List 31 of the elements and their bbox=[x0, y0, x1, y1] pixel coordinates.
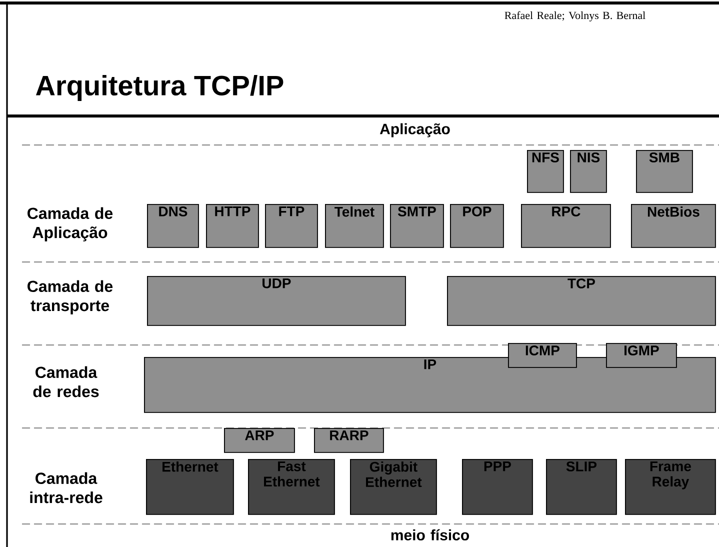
protocol-box: PPP bbox=[462, 459, 533, 515]
protocol-box: DNS bbox=[147, 204, 199, 248]
protocol-box: UDP bbox=[147, 276, 406, 326]
protocol-box: Frame Relay bbox=[625, 459, 716, 515]
protocol-box: POP bbox=[450, 204, 504, 248]
layer-label: Camada de Aplicação bbox=[28, 207, 113, 242]
layer-label: Camada intra-rede bbox=[30, 472, 102, 504]
protocol-box: IGMP bbox=[606, 343, 677, 368]
section-heading: meio físico bbox=[391, 529, 469, 540]
protocol-box: NetBios bbox=[631, 204, 716, 248]
layer-label: Camada de redes bbox=[33, 366, 99, 398]
protocol-box: NIS bbox=[570, 150, 607, 193]
protocol-box: Telnet bbox=[325, 204, 384, 248]
protocol-box: ARP bbox=[224, 428, 295, 453]
protocol-box: NFS bbox=[527, 150, 564, 193]
protocol-box: FTP bbox=[265, 204, 318, 248]
protocol-box: SMTP bbox=[390, 204, 444, 248]
slide-title: Arquitetura TCP/IP bbox=[36, 74, 284, 102]
protocol-box: ICMP bbox=[508, 343, 577, 368]
protocol-box: Gigabit Ethernet bbox=[350, 459, 437, 515]
protocol-box: SLIP bbox=[546, 459, 617, 515]
protocol-box: TCP bbox=[447, 276, 716, 326]
protocol-box: RPC bbox=[521, 204, 611, 248]
protocol-box: Ethernet bbox=[146, 459, 234, 515]
section-heading: Aplicação bbox=[380, 123, 450, 138]
layer-label: Camada de transporte bbox=[28, 280, 113, 314]
author-name: Rafael Reale; Volnys B. Bernal bbox=[504, 11, 646, 22]
protocol-box: RARP bbox=[314, 428, 384, 453]
protocol-box: HTTP bbox=[206, 204, 259, 248]
protocol-box: SMB bbox=[636, 150, 693, 193]
protocol-box: Fast Ethernet bbox=[248, 459, 335, 515]
